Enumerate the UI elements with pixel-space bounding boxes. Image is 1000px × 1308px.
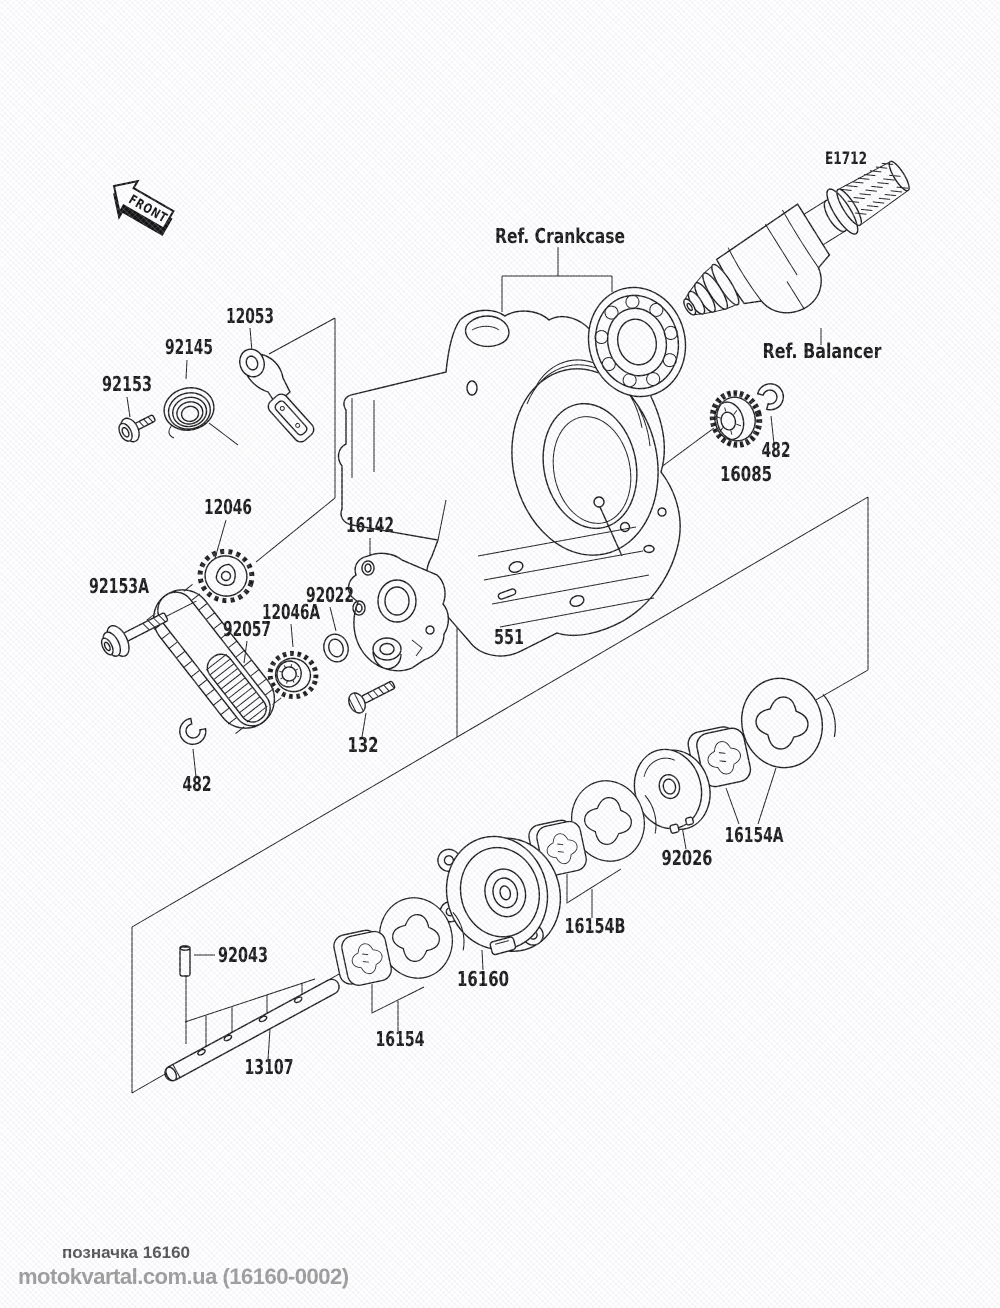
part-label-482-left: 482 [183, 772, 212, 796]
ref-crankcase-label: Ref. Crankcase [495, 224, 625, 248]
part-label-16154B: 16154B [565, 914, 626, 938]
part-label-12053: 12053 [226, 304, 274, 328]
part-label-92153A: 92153A [89, 574, 149, 598]
part-12046-sprocket [197, 548, 255, 604]
part-label-12046: 12046 [204, 495, 252, 519]
part-label-16160: 16160 [457, 967, 509, 991]
crankcase [337, 309, 681, 657]
part-92022-oring [323, 633, 349, 663]
footer-caption: позначка 16160 [62, 1243, 191, 1262]
part-92153A-bolt [100, 600, 197, 657]
part-label-16142: 16142 [346, 513, 394, 537]
part-12053-tensioner [239, 348, 315, 443]
part-label-92153: 92153 [102, 372, 152, 396]
part-label-16085: 16085 [720, 462, 772, 486]
part-16142-pump-cover [347, 552, 450, 672]
part-label-92145: 92145 [165, 335, 213, 359]
part-13107-shaft [164, 978, 340, 1082]
part-92043-pin [179, 945, 191, 977]
part-label-13107: 13107 [245, 1055, 294, 1079]
part-label-12046A: 12046A [262, 600, 320, 624]
part-label-92026: 92026 [662, 846, 713, 870]
part-label-16154A: 16154A [725, 823, 784, 847]
part-16160-pump-body [437, 835, 562, 956]
part-label-16154: 16154 [376, 1027, 425, 1051]
part-label-482-right: 482 [762, 438, 791, 462]
part-label-92043: 92043 [218, 943, 268, 967]
part-92026-plate [633, 748, 711, 834]
part-482-right-eclip [755, 378, 789, 414]
part-92145-spring [163, 387, 239, 446]
footer-source-watermark: motokvartal.com.ua (16160-0002) [18, 1264, 349, 1289]
part-label-92022: 92022 [306, 583, 354, 607]
balancer-shaft [683, 160, 910, 316]
part-label-92057: 92057 [223, 617, 271, 641]
part-92057-chain [146, 584, 282, 734]
ball-bearing [587, 286, 687, 398]
part-132-bolt [348, 680, 396, 714]
page-code: E1712 [825, 149, 867, 169]
ref-balancer-label: Ref. Balancer [763, 339, 882, 363]
footer: позначка 16160 motokvartal.com.ua (16160… [0, 1243, 349, 1290]
part-label-132: 132 [348, 733, 379, 757]
front-arrow: FRONT [112, 179, 175, 236]
part-16154-inner-rotor [332, 927, 394, 989]
part-482-left-eclip [173, 715, 210, 751]
part-551-pin [497, 588, 517, 600]
part-label-551: 551 [494, 625, 524, 649]
part-92153-screw [118, 414, 156, 443]
part-16085-gear [709, 390, 763, 448]
